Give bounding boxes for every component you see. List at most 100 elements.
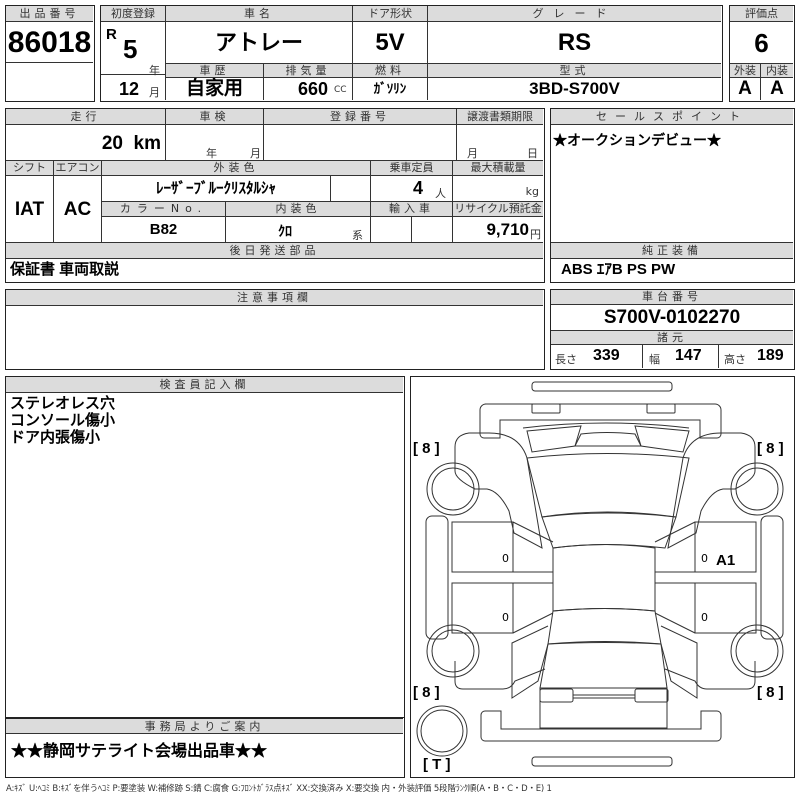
model-code-header: 型式 (428, 64, 721, 78)
capacity-cell: 4 人 (371, 176, 453, 202)
import-header: 輸入車 (371, 202, 453, 217)
registration-number-value (264, 125, 457, 161)
width-value: 147 (675, 347, 702, 364)
shift-header: シフト (6, 161, 54, 176)
panel-mark: 0 (502, 611, 509, 624)
panel-mark: 0 (701, 552, 708, 565)
spec-height: 高さ 189 (719, 345, 793, 368)
grade-value: RS (428, 22, 721, 64)
score-box: 評価点 6 外装 内装 A A (729, 5, 795, 102)
equipment-value: ABS ｴｱB PS PW (561, 261, 676, 278)
era: R (106, 26, 117, 43)
color-no-value: B82 (102, 217, 226, 243)
deadline-day-unit: 日 (527, 147, 538, 160)
later-parts-header: 後日発送部品 (6, 243, 543, 259)
panel-mark: 0 (701, 611, 708, 624)
recycle-cell: 9,710 円 (453, 217, 543, 243)
interior-color-header: 内装色 (226, 202, 371, 217)
cautions-box: 注意事項欄 (5, 289, 545, 370)
lot-box: 出品番号 86018 (5, 5, 95, 102)
inspector-note: ステレオレス穴 (10, 394, 116, 412)
displacement-header: 排気量 (264, 64, 353, 78)
score-value: 6 (730, 22, 793, 64)
transfer-deadline-cell: 月 日 (457, 125, 543, 161)
max-load-header: 最大積載量 (453, 161, 543, 176)
history-header: 車歴 (166, 64, 264, 78)
inspection-header: 車検 (166, 109, 264, 125)
displacement-unit: CC (334, 85, 347, 95)
recycle-value: 9,710 (486, 220, 529, 239)
inspection-month-unit: 月 (250, 147, 261, 160)
capacity-header: 乗車定員 (371, 161, 453, 176)
cautions-value (6, 306, 543, 368)
exterior-color-value: ﾚｰｻﾞｰﾌﾞﾙｰｸﾘｽﾀﾙｼｬ (102, 176, 331, 202)
exterior-score-header: 外装 (730, 64, 761, 78)
tire-rr-label: [ 8 ] (757, 684, 784, 701)
fuel-header: 燃料 (353, 64, 428, 78)
mileage-unit: km (133, 133, 161, 154)
interior-score: A (770, 78, 784, 99)
spare-tire-label: [ T ] (423, 756, 451, 773)
max-load-unit: kg (525, 185, 539, 198)
inspector-box: 検査員記入欄 ステレオレス穴 コンソール傷小 ドア内張傷小 (5, 376, 405, 718)
inspector-notes: ステレオレス穴 コンソール傷小 ドア内張傷小 (6, 393, 119, 448)
inspection-cell: 年 月 (166, 125, 264, 161)
sales-point-box: セールスポイント ★オークションデビュー★ 純正装備 ABS ｴｱB PS PW (550, 108, 795, 283)
history-value: 自家用 (166, 78, 264, 100)
later-parts-value: 保証書 車両取説 (10, 261, 120, 278)
reg-month-unit: 月 (149, 86, 160, 99)
recycle-unit: 円 (530, 228, 541, 241)
exterior-score: A (730, 78, 761, 100)
score-header: 評価点 (730, 6, 793, 22)
transfer-deadline-header: 譲渡書類期限 (457, 109, 543, 125)
capacity-unit: 人 (435, 187, 446, 200)
import-value-a (371, 217, 412, 243)
door-type-value: 5V (353, 22, 428, 64)
model-code-value: 3BD-S700V (529, 79, 620, 98)
damage-legend: A:ｷｽﾞ U:ﾍｺﾐ B:ｷｽﾞを伴うﾍｺﾐ P:要塗装 W:補修跡 S:錆 … (6, 784, 552, 794)
recycle-header: リサイクル預託金 (453, 202, 543, 217)
office-box: 事務局よりご案内 ★★静岡サテライト会場出品車★★ (5, 718, 405, 778)
import-value-b (412, 217, 453, 243)
chassis-value: S700V-0102270 (551, 305, 793, 331)
exterior-color-extra (331, 176, 371, 202)
detail-table: 走行 20 km 車検 年 月 登録番号 譲渡書類期限 月 日 シフト IAT … (5, 108, 545, 283)
vehicle-info-table: 初度登録 R 5 年 12 月 車名 アトレー ドア形状 5V グレード RS … (100, 5, 723, 102)
interior-score-header: 内装 (761, 64, 793, 78)
reg-year: 5 (123, 34, 138, 64)
spec-length: 長さ 339 (551, 345, 643, 368)
mileage-header: 走行 (6, 109, 166, 125)
inspector-note: コンソール傷小 (10, 411, 116, 429)
fuel-value: ｶﾞｿﾘﾝ (353, 78, 428, 100)
door-type-header: ドア形状 (353, 6, 428, 22)
max-load-cell: kg (453, 176, 543, 202)
displacement-cell: 660 CC (264, 78, 353, 100)
sales-point-header: セールスポイント (551, 109, 793, 125)
car-name-header: 車名 (166, 6, 353, 22)
first-registration-value: R 5 年 12 月 (101, 22, 166, 100)
damage-diagram: [ 8 ] [ 8 ] [ 8 ] [ 8 ] [ T ] A1 0 0 0 0 (410, 376, 795, 778)
lot-number: 86018 (6, 22, 93, 63)
equipment-header: 純正装備 (551, 243, 793, 259)
registration-number-header: 登録番号 (264, 109, 457, 125)
length-label: 長さ (555, 353, 577, 366)
reg-month: 12 (119, 79, 140, 99)
chassis-box: 車台番号 S700V-0102270 諸元 長さ 339 幅 147 高さ 18… (550, 289, 795, 370)
interior-color-cell: ｸﾛ 系 (226, 217, 371, 243)
tire-fr-label: [ 8 ] (757, 440, 784, 457)
capacity-value: 4 (413, 178, 424, 198)
inspection-year-unit: 年 (206, 147, 217, 160)
inspector-note: ドア内張傷小 (10, 428, 101, 446)
deadline-month-unit: 月 (467, 147, 478, 160)
cautions-header: 注意事項欄 (6, 290, 543, 306)
reg-year-unit: 年 (149, 64, 160, 77)
aircon-value: AC (54, 176, 102, 243)
panel-mark: 0 (502, 552, 509, 565)
shift-value: IAT (6, 176, 54, 243)
length-value: 339 (593, 347, 620, 364)
damage-mark-a1: A1 (716, 552, 736, 569)
displacement-value: 660 (298, 79, 329, 99)
tire-rl-label: [ 8 ] (413, 684, 440, 701)
chassis-header: 車台番号 (551, 290, 793, 305)
interior-color-value: ｸﾛ (278, 223, 292, 239)
